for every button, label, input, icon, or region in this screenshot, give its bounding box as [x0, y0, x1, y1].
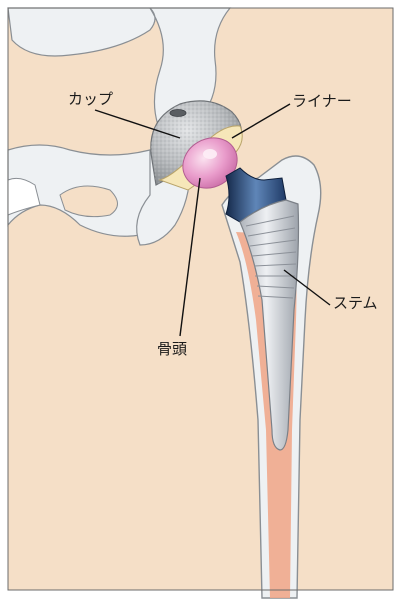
label-femoral-head: 骨頭 [157, 342, 187, 357]
head-highlight [203, 149, 217, 159]
label-cup: カップ [68, 92, 113, 107]
label-stem: ステム [333, 296, 378, 311]
label-liner: ライナー [292, 94, 352, 109]
cup-hole [170, 110, 186, 117]
obturator-foramen [60, 186, 118, 217]
